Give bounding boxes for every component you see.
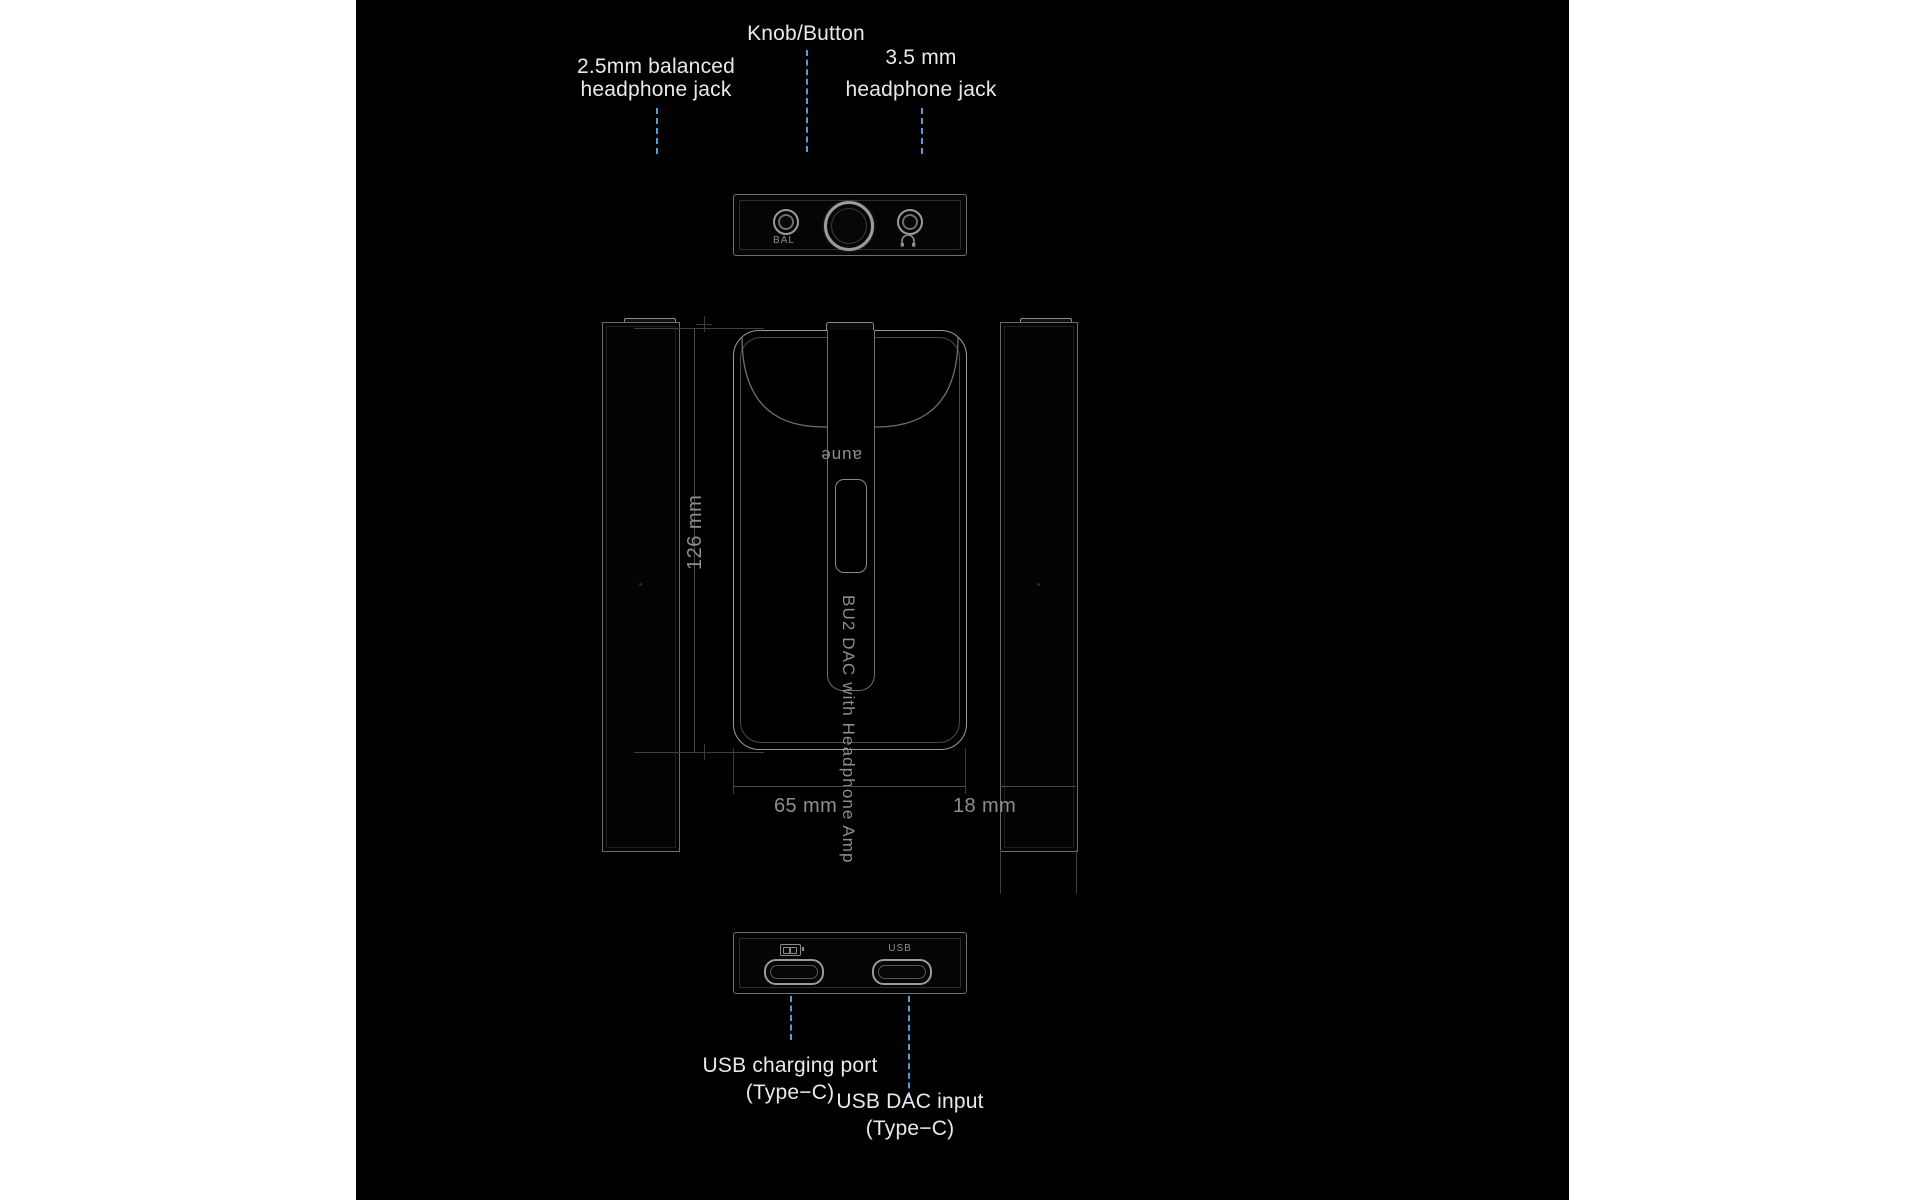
callout-single-jack-line2: headphone jack	[845, 78, 997, 101]
right-side-panel-mark	[1037, 583, 1040, 586]
left-side-panel-nub	[624, 318, 676, 324]
leader-usb-charging	[790, 996, 792, 1040]
balanced-jack-port-label: BAL	[773, 235, 795, 246]
usb-data-port-label: USB	[888, 943, 912, 954]
callout-usb-charging-line2: (Type−C)	[745, 1081, 835, 1104]
height-dim-upper-extension	[634, 328, 764, 329]
height-dim-line	[694, 328, 695, 752]
height-dimension-label: 126 mm	[684, 494, 706, 570]
width-dim-line	[733, 786, 965, 787]
balanced-headphone-jack[interactable]	[773, 209, 799, 235]
left-side-panel-inner-outline	[606, 326, 676, 848]
corner-mark-bottom-left	[696, 744, 712, 760]
usb-charging-port[interactable]	[764, 959, 824, 985]
corner-mark-top-left	[696, 316, 712, 332]
volume-knob[interactable]	[824, 201, 874, 251]
headphone-icon	[900, 235, 916, 247]
depth-dim-left-extension	[1000, 850, 1001, 894]
callout-balanced-jack-line1: 2.5mm balanced	[576, 55, 736, 78]
bottom-end-panel: USB	[733, 932, 967, 994]
battery-cell-right	[790, 946, 797, 954]
right-side-panel	[1000, 322, 1078, 852]
width-dimension-label: 65 mm	[774, 795, 838, 817]
shoulder-arcs	[741, 336, 959, 428]
battery-cell-left	[783, 946, 790, 954]
device-model-text: BU2 DAC with Headphone Amp	[839, 595, 858, 864]
left-side-panel	[602, 322, 680, 852]
depth-dim-right-extension	[1076, 850, 1077, 894]
right-side-panel-nub	[1020, 318, 1072, 324]
bottom-panel-inner-outline	[739, 938, 961, 988]
callout-usb-dac-line2: (Type−C)	[865, 1117, 955, 1140]
top-end-panel: BAL	[733, 194, 967, 256]
callout-single-jack-line1: 3.5 mm	[885, 46, 957, 69]
left-side-panel-mark	[639, 583, 642, 586]
single-ended-headphone-jack[interactable]	[897, 209, 923, 235]
brand-logo: aune	[820, 446, 862, 465]
technical-drawing-canvas: Knob/Button 2.5mm balanced headphone jac…	[356, 0, 1569, 1200]
callout-usb-charging-line1: USB charging port	[702, 1054, 878, 1077]
callout-balanced-jack-line2: headphone jack	[580, 78, 732, 101]
leader-balanced-jack	[656, 108, 658, 154]
leader-usb-dac	[908, 996, 910, 1098]
callout-usb-dac-line1: USB DAC input	[836, 1090, 984, 1113]
leader-single-jack	[921, 108, 923, 154]
usb-dac-input-port[interactable]	[872, 959, 932, 985]
depth-dim-line	[1000, 786, 1076, 787]
right-side-panel-inner-outline	[1004, 326, 1074, 848]
battery-icon	[780, 944, 804, 956]
device-body: aune BU2 DAC with Headphone Amp	[733, 330, 967, 864]
width-dim-right-extension	[965, 748, 966, 794]
depth-dimension-label: 18 mm	[953, 795, 1017, 817]
callout-knob-button: Knob/Button	[747, 22, 865, 45]
leader-knob	[806, 50, 808, 152]
device-screen	[835, 479, 867, 573]
main-body-top-nub	[826, 322, 874, 331]
width-dim-left-extension	[733, 748, 734, 794]
